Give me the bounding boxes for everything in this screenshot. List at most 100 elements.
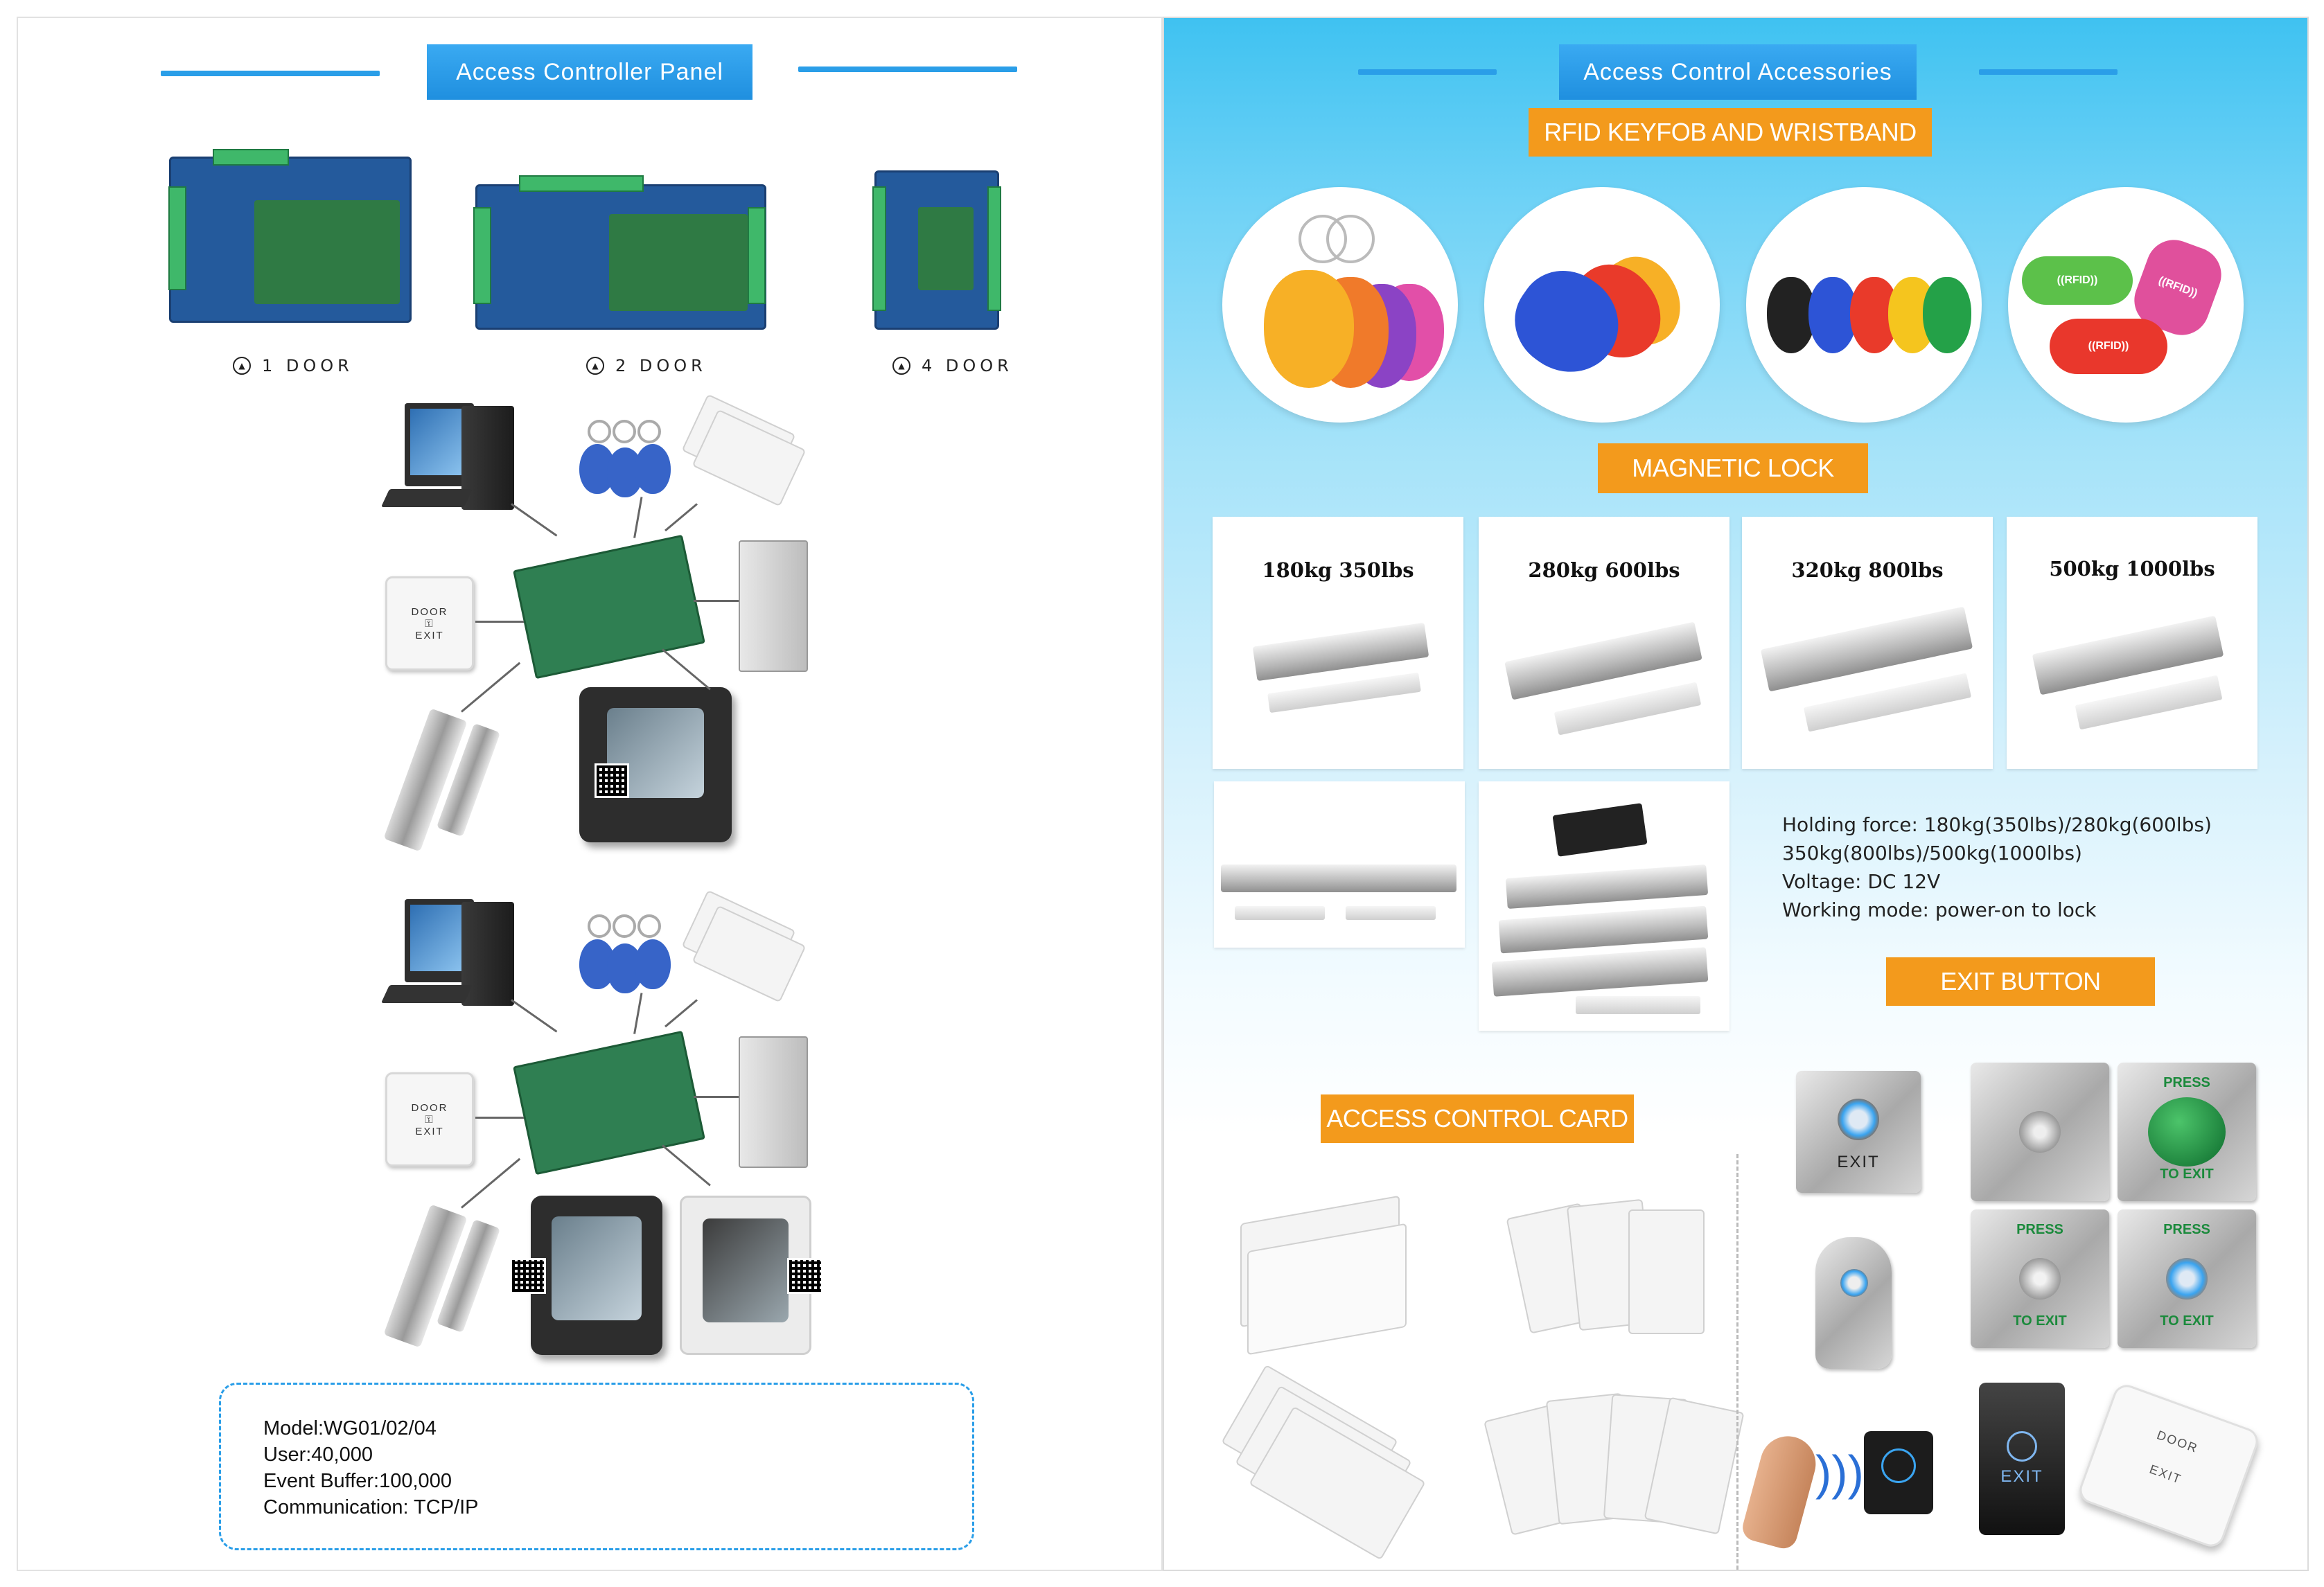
keyboard-icon bbox=[380, 985, 473, 1003]
plastic-exit-plate: DOOR EXIT bbox=[2075, 1381, 2262, 1551]
spec-communication: Communication: TCP/IP bbox=[263, 1496, 479, 1518]
keyfob-icon bbox=[1264, 270, 1354, 388]
exit-button-slim bbox=[1815, 1237, 1892, 1369]
key-icon: ⚿ bbox=[425, 1113, 434, 1126]
header-rule-right bbox=[1979, 69, 2118, 75]
maglock-title: 500kg 1000lbs bbox=[2049, 557, 2215, 580]
to-exit-text: TO EXIT bbox=[2013, 1313, 2067, 1329]
board-caption-1: ▲ 1 DOOR bbox=[233, 356, 353, 375]
to-exit-text: TO EXIT bbox=[2160, 1313, 2214, 1329]
spec-holding-force: Holding force: 180kg(350lbs)/280kg(600lb… bbox=[1782, 813, 2212, 836]
exit-plate-line2: EXIT bbox=[415, 1125, 444, 1137]
triangle-icon: ▲ bbox=[892, 357, 910, 375]
exit-plate-line2: EXIT bbox=[415, 629, 444, 641]
press-text: PRESS bbox=[2016, 1222, 2063, 1237]
round-button-icon bbox=[2019, 1258, 2061, 1300]
power-supply-icon bbox=[739, 1036, 808, 1168]
to-exit-text: TO EXIT bbox=[2160, 1167, 2214, 1182]
round-button-icon bbox=[1840, 1269, 1868, 1297]
maglock-tile-500kg: 500kg 1000lbs bbox=[2007, 517, 2257, 769]
exit-button-green-mushroom: PRESS TO EXIT bbox=[2118, 1063, 2256, 1201]
controller-board-2-door bbox=[473, 175, 766, 330]
keyfob-icon bbox=[635, 939, 671, 989]
maglock-title: 320kg 800lbs bbox=[1791, 558, 1944, 582]
keyboard-icon bbox=[380, 489, 473, 507]
exit-plate-icon: DOOR ⚿ EXIT bbox=[385, 1072, 474, 1167]
maglock-tile-280kg: 280kg 600lbs bbox=[1479, 517, 1729, 769]
touchless-exit-button bbox=[1864, 1431, 1933, 1514]
board-label: 2 DOOR bbox=[615, 356, 707, 375]
keyfob-icon bbox=[1923, 277, 1971, 353]
key-icon: ⚿ bbox=[425, 617, 434, 630]
controller-board-4-door bbox=[872, 170, 1001, 330]
right-page: Access Control Accessories RFID KEYFOB A… bbox=[1163, 17, 2309, 1571]
controller-board-icon bbox=[513, 534, 705, 680]
exit-button-steel-blue: EXIT bbox=[1796, 1071, 1921, 1193]
keyfob-circle-1 bbox=[1222, 187, 1458, 423]
exit-button-press-blue: PRESS TO EXIT bbox=[2118, 1209, 2256, 1348]
label-exit-button: EXIT BUTTON bbox=[1886, 957, 2155, 1006]
hand-icon bbox=[1739, 1430, 1822, 1552]
maglock-set-photo bbox=[1479, 781, 1729, 1031]
label-rfid-keyfob: RFID KEYFOB AND WRISTBAND bbox=[1529, 108, 1932, 157]
exit-text: EXIT bbox=[2000, 1467, 2043, 1486]
board-caption-4: ▲ 4 DOOR bbox=[892, 356, 1013, 375]
board-label: 1 DOOR bbox=[262, 356, 353, 375]
round-button-icon bbox=[2019, 1111, 2061, 1153]
qr-reader-black-icon bbox=[531, 1196, 662, 1355]
exit-button-press-plain: PRESS TO EXIT bbox=[1971, 1209, 2109, 1348]
maglock-tile-320kg: 320kg 800lbs bbox=[1742, 517, 1993, 769]
divider bbox=[1736, 1154, 1738, 1570]
left-page: Access Controller Panel ▲ 1 DOOR ▲ 2 DOO… bbox=[17, 17, 1163, 1571]
maglock-tile-180kg: 180kg 350lbs bbox=[1213, 517, 1463, 769]
board-label: 4 DOOR bbox=[922, 356, 1013, 375]
spec-box bbox=[219, 1383, 974, 1550]
keyfob-circle-2 bbox=[1484, 187, 1720, 423]
header-rule-left bbox=[161, 71, 380, 76]
controller-board-1-door bbox=[168, 149, 412, 323]
exit-plate-icon: DOOR ⚿ EXIT bbox=[385, 576, 474, 671]
qr-code-icon bbox=[595, 763, 629, 798]
label-magnetic-lock: MAGNETIC LOCK bbox=[1598, 443, 1868, 493]
clamshell-card-icon bbox=[1628, 1209, 1705, 1334]
exit-button-steel-plain bbox=[1971, 1063, 2109, 1201]
power-supply-icon bbox=[739, 540, 808, 672]
wristband-red: ((RFID)) bbox=[2050, 319, 2167, 374]
spec-working-mode: Working mode: power-on to lock bbox=[1782, 898, 2097, 921]
maglock-specs: Holding force: 180kg(350lbs)/280kg(600lb… bbox=[1782, 810, 2212, 924]
spec-voltage: Voltage: DC 12V bbox=[1782, 870, 1941, 893]
triangle-icon: ▲ bbox=[233, 357, 251, 375]
header-rule-left bbox=[1358, 69, 1497, 75]
spec-model: Model:WG01/02/04 bbox=[263, 1417, 437, 1439]
touch-exit-button: EXIT bbox=[1979, 1383, 2065, 1535]
press-text: PRESS bbox=[2163, 1222, 2210, 1237]
qr-code-icon bbox=[787, 1258, 823, 1294]
keyfob-icon bbox=[635, 444, 671, 494]
round-button-icon bbox=[2166, 1258, 2208, 1300]
wave-icon: ))) bbox=[1815, 1446, 1864, 1500]
section-header-controller: Access Controller Panel bbox=[427, 44, 752, 100]
press-text: PRESS bbox=[2163, 1075, 2210, 1090]
maglock-title: 180kg 350lbs bbox=[1262, 558, 1414, 582]
keyfob-circle-3 bbox=[1746, 187, 1982, 423]
wristband-circle: ((RFID)) ((RFID)) ((RFID)) bbox=[2008, 187, 2244, 423]
label-access-card: ACCESS CONTROL CARD bbox=[1321, 1094, 1634, 1143]
header-rule-right bbox=[798, 67, 1017, 72]
exit-text: EXIT bbox=[1837, 1153, 1880, 1171]
wristband-green: ((RFID)) bbox=[2022, 256, 2133, 305]
exit-plate-line1: DOOR bbox=[411, 1101, 448, 1114]
section-header-accessories: Access Control Accessories bbox=[1559, 44, 1917, 100]
board-caption-2: ▲ 2 DOOR bbox=[586, 356, 707, 375]
exit-plate-line1: DOOR bbox=[411, 605, 448, 618]
spec-users: User:40,000 bbox=[263, 1444, 373, 1466]
triangle-icon: ▲ bbox=[586, 357, 604, 375]
double-maglock-photo bbox=[1214, 781, 1465, 948]
round-button-icon bbox=[1838, 1099, 1879, 1140]
maglock-title: 280kg 600lbs bbox=[1528, 558, 1680, 582]
spec-holding-force-2: 350kg(800lbs)/500kg(1000lbs) bbox=[1782, 842, 2082, 865]
controller-board-icon bbox=[513, 1030, 705, 1176]
spec-event-buffer: Event Buffer:100,000 bbox=[263, 1470, 452, 1492]
mushroom-button-icon bbox=[2148, 1097, 2226, 1167]
hand-touch-icon bbox=[2007, 1431, 2037, 1462]
qr-code-icon bbox=[510, 1258, 546, 1294]
